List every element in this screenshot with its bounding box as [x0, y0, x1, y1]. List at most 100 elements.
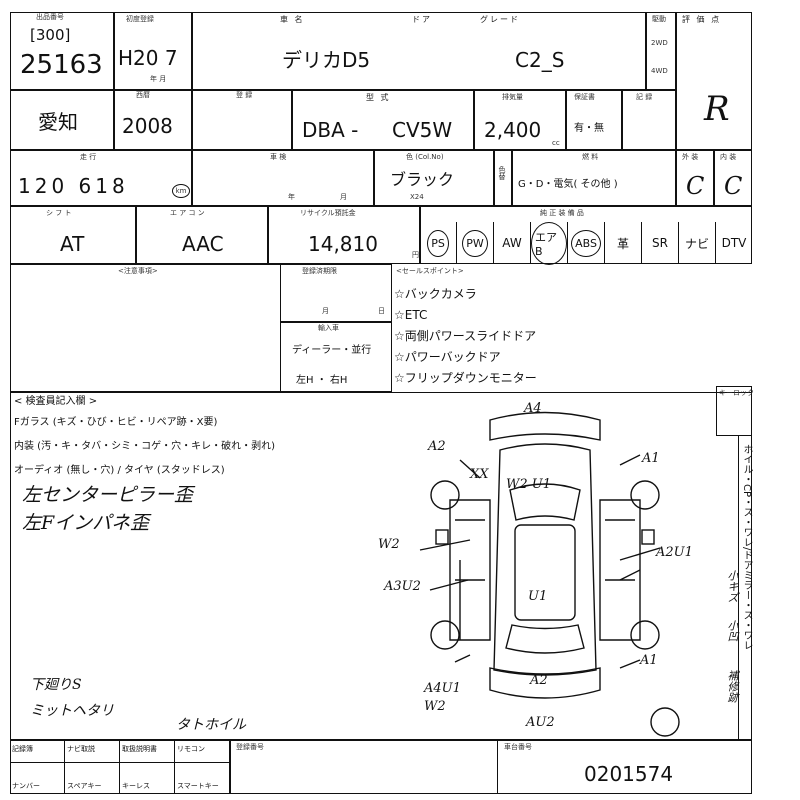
grade-value: C2_S — [515, 48, 565, 72]
inspector-hand2: 左Fインパネ歪 — [22, 512, 150, 534]
recycle-value: 14,810 — [308, 232, 378, 256]
color-box — [374, 150, 494, 206]
exterior-score: C — [686, 172, 705, 200]
sales-label: <セールスポイント> — [396, 267, 464, 275]
inspection-box — [192, 150, 374, 206]
register-label: 登録番号 — [236, 743, 264, 751]
grade-eval-label: 評 価 点 — [682, 15, 722, 24]
equipment-item: 革 — [604, 222, 641, 264]
footer-col-top: 取扱説明書 — [120, 740, 174, 763]
equipment-label: ナビ — [684, 236, 709, 251]
register-box — [230, 740, 498, 794]
first-reg-label: 初度登録 — [126, 15, 154, 23]
equipment-item: PS — [420, 222, 456, 264]
displacement-unit: cc — [552, 139, 560, 147]
sales-point: ☆パワーバックドア — [394, 350, 501, 364]
footer-col: リモコンスマートキー — [175, 740, 230, 794]
side-hand-note: 補修跡 — [726, 670, 739, 703]
side-hand-note: 小キズ — [726, 570, 739, 603]
inspector-line1: Fガラス (キズ・ひび・ヒビ・リペア跡・X要) — [14, 417, 218, 428]
displacement-box — [474, 90, 566, 150]
sales-list: ☆バックカメラ☆ETC☆両側パワースライドドア☆パワーバックドア☆フリップダウン… — [394, 284, 537, 389]
inspector-hand1: 左センターピラー歪 — [22, 484, 194, 506]
footer-col-bottom: ナンバー — [12, 782, 40, 790]
steering: 左H ・ 右H — [296, 375, 348, 386]
change-day: 日 — [378, 307, 385, 315]
inspector-box — [10, 392, 752, 740]
diagram-label: W2 — [378, 537, 400, 552]
change-box — [280, 264, 392, 322]
equipment-label: AW — [502, 236, 522, 250]
inspection-year: 年 — [288, 193, 295, 201]
diagram-label: A2 — [529, 673, 548, 688]
diagram-label: A1 — [639, 653, 658, 668]
equipment-item: ナビ — [678, 222, 715, 264]
drive-2wd: 2WD — [651, 39, 668, 47]
equipment-label: ABS — [571, 229, 601, 257]
misc-box — [622, 90, 676, 150]
footer-col: 記録簿ナンバー — [10, 740, 65, 794]
region-box — [10, 90, 114, 150]
interior-score: C — [724, 172, 743, 200]
chassis-value: 0201574 — [584, 762, 674, 786]
displacement-value: 2,400 — [484, 118, 542, 142]
footer-col: 取扱説明書キーレス — [120, 740, 175, 794]
drive-box — [646, 12, 676, 90]
diagram-label: A1 — [641, 451, 660, 466]
fuel-box — [512, 150, 676, 206]
mileage-unit: km — [172, 184, 190, 198]
type-box — [292, 90, 474, 150]
diagram-label: A2 — [427, 439, 446, 454]
caution-label: <注意事項> — [118, 267, 158, 275]
diagram-label: XX — [469, 467, 489, 482]
diagram-label: A4 — [523, 401, 542, 416]
equipment-label: PW — [462, 229, 488, 257]
first-reg-box — [114, 12, 192, 90]
inspector-line3: オーディオ (無し・穴) / タイヤ (スタッドレス) — [14, 465, 225, 476]
import-value: ディーラー・並行 — [292, 345, 372, 356]
interior-score-mark: R — [704, 89, 730, 129]
shift-box — [10, 206, 136, 264]
diagram-label: W2 U1 — [506, 477, 551, 492]
interior-box — [714, 150, 752, 206]
misc-label: 記 録 — [636, 93, 653, 101]
recycle-box — [268, 206, 420, 264]
equipment-item: ABS — [567, 222, 604, 264]
equipment-label: エアB — [531, 221, 567, 265]
year-value: 2008 — [122, 114, 173, 138]
equipment-label: DTV — [721, 236, 747, 250]
inspection-label: 車 検 — [270, 153, 287, 161]
inspector-hand5: タトホイル — [176, 717, 246, 733]
footer-col-bottom: スペアキー — [67, 782, 102, 790]
region: 愛知 — [38, 110, 78, 134]
side-text: ホイル・CP・ス・ワレ/ドアミラー・ス・ワレ — [741, 444, 752, 651]
model-name-label: 車 名 — [280, 15, 305, 24]
diagram-label: W2 — [424, 699, 446, 714]
displacement-label: 排気量 — [502, 93, 523, 101]
color-code: X24 — [410, 193, 424, 201]
footer-col-top: 記録簿 — [10, 740, 64, 763]
diagram-label: A4U1 — [423, 681, 461, 696]
diagram-label: U1 — [528, 589, 547, 604]
color-label: 色 (Col.No) — [406, 153, 444, 161]
recycle-label: リサイクル預託金 — [300, 209, 356, 217]
recycle-unit: 円 — [412, 251, 419, 259]
mileage-box — [10, 150, 192, 206]
interior-label: 内 装 — [720, 153, 737, 161]
ac-box — [136, 206, 268, 264]
footer-cols: 記録簿ナンバーナビ取説スペアキー取扱説明書キーレスリモコンスマートキー — [10, 740, 230, 794]
side-hand-list: 小キズ小凹補修跡 — [724, 570, 740, 720]
color-change-box — [494, 150, 512, 206]
equipment-item: エアB — [530, 221, 567, 265]
insurance-box — [566, 90, 622, 150]
equipment-item: DTV — [715, 222, 752, 264]
type-code: CV5W — [392, 118, 453, 142]
footer-col: ナビ取説スペアキー — [65, 740, 120, 794]
key-box — [716, 386, 752, 436]
inspector-hand4: ミットヘタリ — [30, 703, 114, 719]
inspector-hand3: 下廻りS — [30, 677, 82, 693]
sales-point: ☆両側パワースライドドア — [394, 329, 537, 343]
diagram-label: A3U2 — [383, 579, 421, 594]
